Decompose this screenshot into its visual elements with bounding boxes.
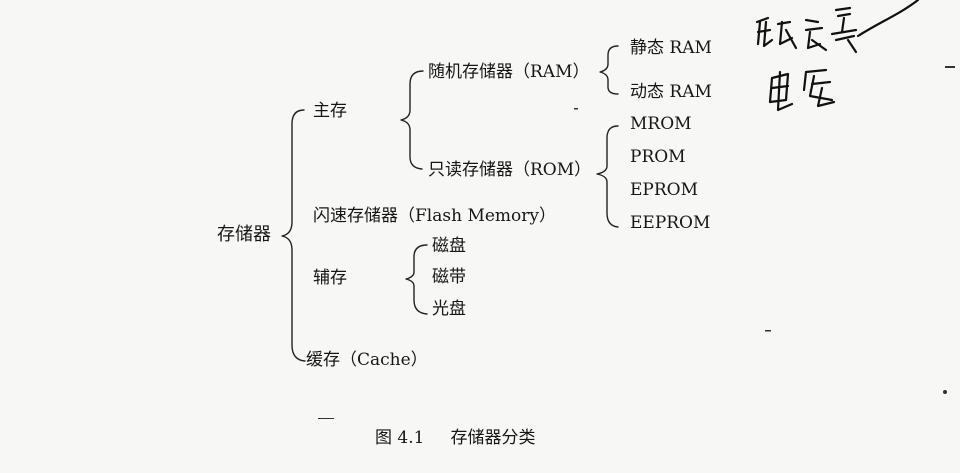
root-brace [281, 109, 306, 362]
node-eprom: EPROM [630, 180, 698, 200]
node-rom: 只读存储器（ROM） [428, 160, 592, 180]
node-mrom: MROM [630, 114, 692, 134]
rom-brace [596, 125, 619, 228]
node-dynamic-ram: 动态 RAM [630, 82, 712, 102]
node-root: 存储器 [217, 224, 271, 245]
figure-title: 存储器分类 [450, 428, 536, 448]
node-main-memory: 主存 [313, 101, 347, 121]
ram-brace [599, 45, 619, 95]
node-disk: 磁盘 [432, 236, 466, 256]
node-prom: PROM [630, 147, 686, 167]
node-static-ram: 静态 RAM [630, 38, 712, 58]
node-flash-memory: 闪速存储器（Flash Memory） [313, 206, 556, 226]
node-optical-disc: 光盘 [432, 299, 466, 319]
figure-caption: 图 4.1 存储器分类 [375, 428, 535, 448]
main-memory-brace [400, 70, 424, 170]
node-tape: 磁带 [432, 267, 466, 287]
scan-noise [318, 66, 955, 419]
figure-number: 图 4.1 [375, 428, 425, 448]
aux-brace [405, 244, 428, 315]
handwritten-annotation [755, 0, 920, 112]
node-eeprom: EEPROM [630, 213, 711, 233]
node-cache: 缓存（Cache） [306, 350, 428, 370]
node-ram: 随机存储器（RAM） [428, 62, 590, 82]
node-auxiliary-storage: 辅存 [313, 268, 347, 288]
